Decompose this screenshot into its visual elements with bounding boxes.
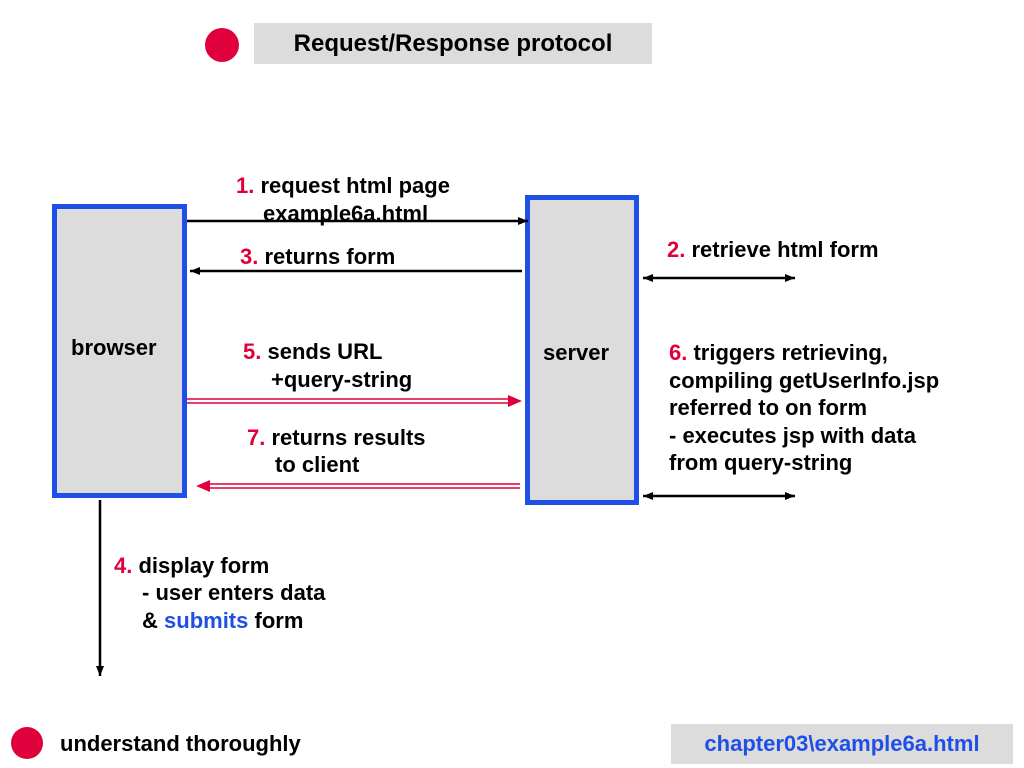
step4-number: 4.: [114, 553, 133, 578]
step2-label: 2. retrieve html form: [667, 236, 879, 264]
step4-line1: display form: [138, 553, 270, 578]
step4-line3-suffix: form: [254, 608, 304, 633]
browser-label: browser: [71, 335, 157, 360]
step6-label: 6. triggers retrieving,: [669, 339, 888, 367]
step5-line1: sends URL: [267, 339, 383, 364]
step4-line3-prefix: &: [142, 608, 158, 633]
step6-number: 6.: [669, 340, 688, 365]
step4-line2: - user enters data: [142, 580, 326, 605]
step6-line5: from query-string: [669, 450, 853, 475]
step7-label: 7. returns results: [247, 424, 426, 452]
server-box: [525, 195, 639, 505]
step4-line3: & submits form: [142, 607, 303, 635]
step1-line1: request html page: [260, 173, 450, 198]
arrow-step7-head: [196, 480, 210, 492]
step3-line1: returns form: [264, 244, 396, 269]
step3-label: 3. returns form: [240, 243, 395, 271]
title-bullet: [205, 28, 239, 62]
step4-submits-highlight: submits: [164, 608, 249, 633]
step5-label: 5. sends URL: [243, 338, 382, 366]
step5-line2: +query-string: [271, 367, 413, 392]
browser-box: [52, 204, 187, 498]
step6-line1: triggers retrieving,: [693, 340, 888, 365]
server-label: server: [543, 340, 610, 365]
footer-bullet: [11, 727, 43, 759]
step1-label: 1. request html page: [236, 172, 450, 200]
step1-line2: example6a.html: [263, 201, 429, 226]
step2-number: 2.: [667, 237, 686, 262]
arrow-step5-head: [508, 395, 522, 407]
footer-note: understand thoroughly: [60, 731, 301, 756]
step7-line1: returns results: [271, 425, 426, 450]
step4-label: 4. display form: [114, 552, 269, 580]
step7-number: 7.: [247, 425, 266, 450]
page-title: Request/Response protocol: [254, 23, 652, 64]
step3-number: 3.: [240, 244, 259, 269]
step7-line2: to client: [275, 452, 360, 477]
step6-line3: referred to on form: [669, 395, 868, 420]
step1-number: 1.: [236, 173, 255, 198]
step5-number: 5.: [243, 339, 262, 364]
footer-filename: chapter03\example6a.html: [671, 724, 1013, 764]
step6-line4: - executes jsp with data: [669, 423, 916, 448]
step6-line2: compiling getUserInfo.jsp: [669, 368, 940, 393]
step2-line1: retrieve html form: [691, 237, 879, 262]
